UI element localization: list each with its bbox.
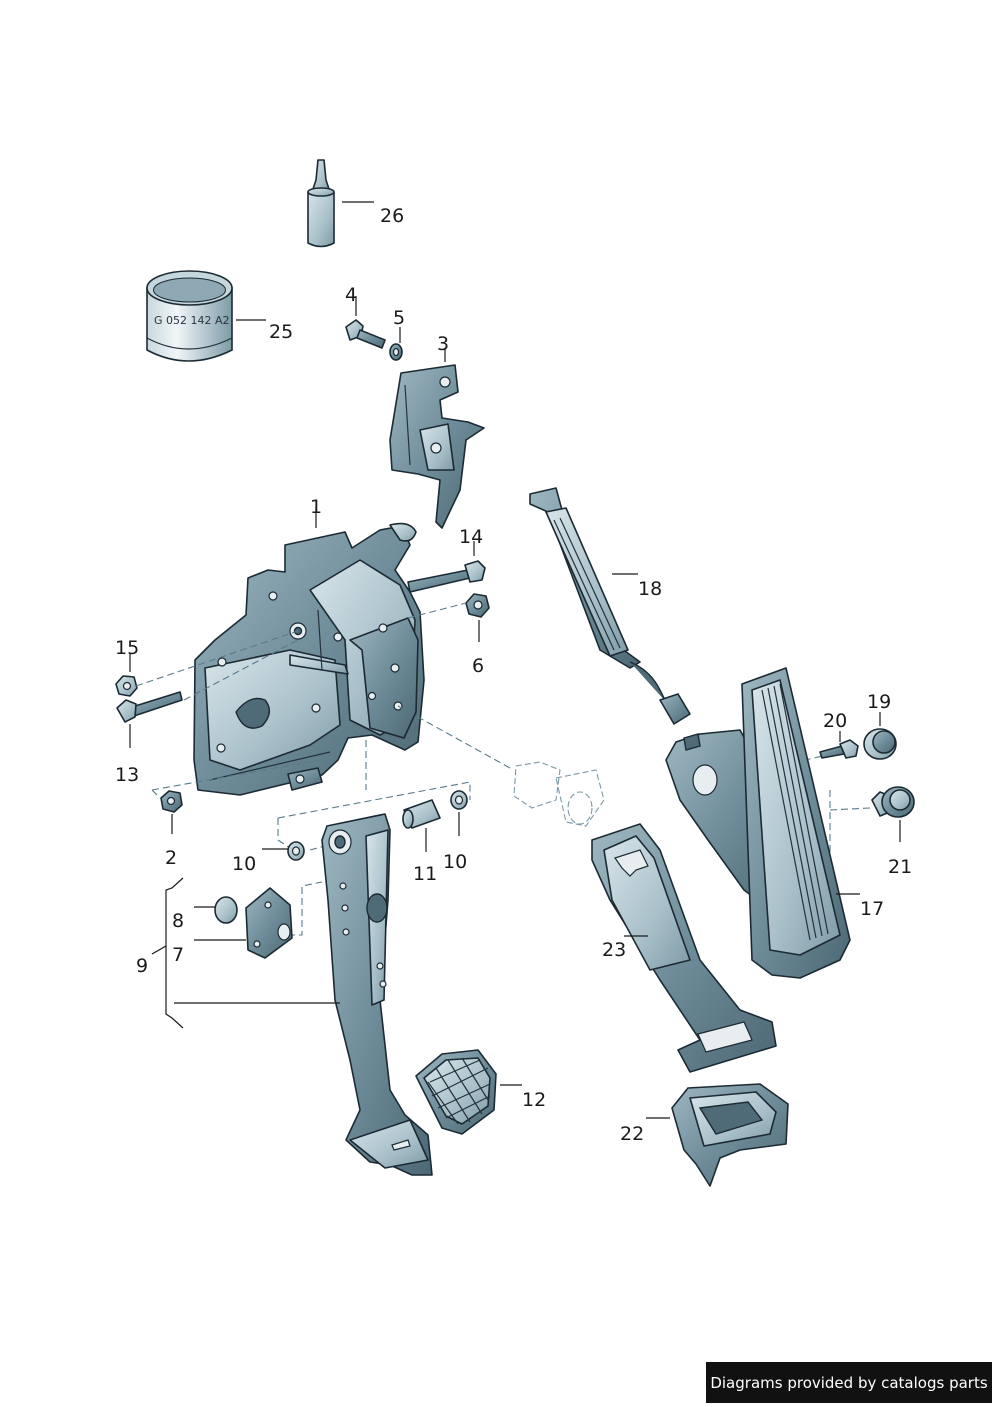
pedal-bracket-1-part xyxy=(193,522,425,796)
callout-6: 6 xyxy=(472,655,484,677)
callout-22: 22 xyxy=(620,1123,644,1145)
footer-credit: Diagrams provided by catalogs parts xyxy=(706,1362,992,1403)
callout-19: 19 xyxy=(867,691,891,713)
callout-26: 26 xyxy=(380,205,404,227)
cap-8-part xyxy=(214,896,238,924)
sensor-18-part xyxy=(529,487,691,725)
nut-15-part xyxy=(115,675,138,697)
callout-14: 14 xyxy=(459,526,483,548)
sleeve-11-part xyxy=(402,799,441,829)
callout-8: 8 xyxy=(172,910,184,932)
callout-5: 5 xyxy=(393,307,405,329)
bolt-14-part xyxy=(407,560,486,593)
callout-23: 23 xyxy=(602,939,626,961)
callout-1: 1 xyxy=(310,496,322,518)
bolt-4-part xyxy=(345,319,386,349)
cap-19-part xyxy=(863,728,897,760)
callout-17: 17 xyxy=(860,898,884,920)
bolt-13-part xyxy=(116,691,183,723)
callout-4: 4 xyxy=(345,284,357,306)
callout-15: 15 xyxy=(115,637,139,659)
callout-10-left: 10 xyxy=(232,853,256,875)
switch-7-part xyxy=(245,887,293,959)
floor-plate-22-part xyxy=(671,1083,789,1187)
callout-20: 20 xyxy=(823,710,847,732)
callout-10-right: 10 xyxy=(443,851,467,873)
brake-pedal-9-part xyxy=(321,813,433,1176)
callout-25: 25 xyxy=(269,321,293,343)
brace-9 xyxy=(165,877,184,1029)
callout-9: 9 xyxy=(136,955,148,977)
callout-3: 3 xyxy=(437,333,449,355)
screw-20-part xyxy=(819,739,859,759)
callout-18: 18 xyxy=(638,578,662,600)
callout-13: 13 xyxy=(115,764,139,786)
callout-7: 7 xyxy=(172,944,184,966)
callout-11: 11 xyxy=(413,863,437,885)
nut-2-part xyxy=(160,790,183,813)
callout-2: 2 xyxy=(165,847,177,869)
accelerator-pedal-17-part xyxy=(665,667,851,979)
stop-21-part xyxy=(871,786,915,818)
switch-outline-ghost xyxy=(513,761,605,827)
grease-tube-part xyxy=(307,159,335,248)
grease-tin-label: G 052 142 A2 xyxy=(154,314,230,327)
callout-labels: 1 2 3 4 5 6 7 8 9 10 10 11 12 13 14 15 1… xyxy=(115,205,912,1145)
bracket-3-part xyxy=(389,364,485,529)
bushing-10-right-part xyxy=(450,790,468,810)
nut-6-part xyxy=(465,593,490,618)
callout-12: 12 xyxy=(522,1089,546,1111)
bushing-10-left-part xyxy=(287,841,305,861)
pedal-pad-12-part xyxy=(415,1049,497,1135)
callout-21: 21 xyxy=(888,856,912,878)
floor-mat-23-part xyxy=(591,823,777,1073)
grease-tin-part: G 052 142 A2 xyxy=(146,270,233,362)
